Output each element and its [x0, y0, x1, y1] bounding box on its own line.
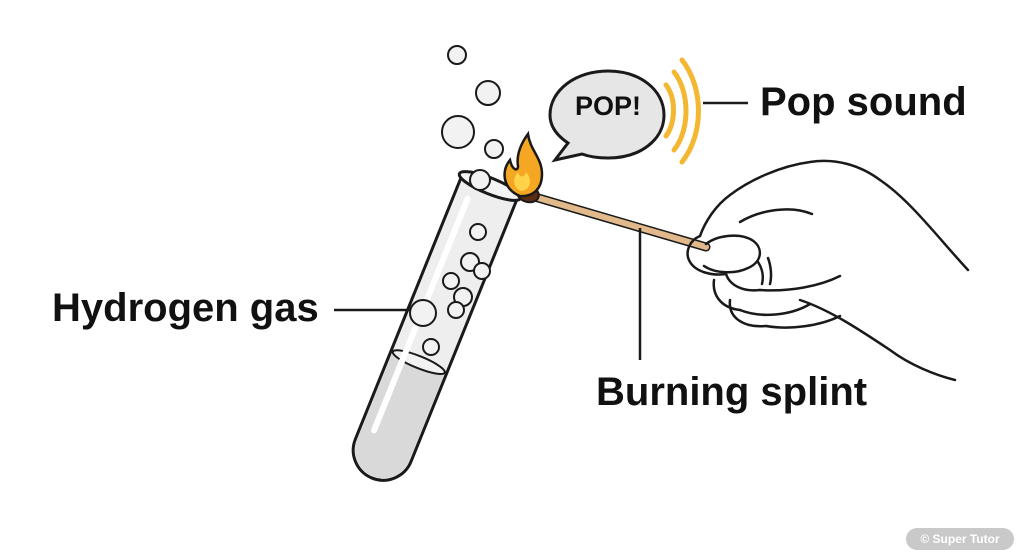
hydrogen-gas-label: Hydrogen gas — [52, 286, 319, 330]
bubble — [475, 80, 501, 106]
bubble — [473, 262, 491, 280]
bubble — [447, 45, 467, 65]
bubble — [447, 301, 465, 319]
gas-bubbles-escaping — [441, 45, 504, 191]
speech-bubble — [548, 69, 666, 163]
leader-lines — [334, 101, 748, 360]
bubble — [442, 272, 460, 290]
bubble — [422, 338, 440, 356]
bubble — [441, 115, 475, 149]
watermark: © Super Tutor — [906, 528, 1014, 550]
flame-icon — [503, 130, 544, 198]
pop-exclamation: POP! — [574, 91, 641, 121]
burning-splint-label: Burning splint — [596, 370, 868, 414]
gas-bubbles-inside — [409, 223, 491, 356]
hand — [686, 159, 970, 382]
test-tube — [351, 170, 523, 482]
sound-waves-icon — [663, 57, 701, 165]
bubble — [409, 299, 437, 327]
bubble — [484, 139, 504, 159]
bubble — [469, 169, 491, 191]
bubble — [469, 223, 487, 241]
pop-sound-label: Pop sound — [760, 80, 967, 124]
burning-splint — [516, 184, 711, 252]
